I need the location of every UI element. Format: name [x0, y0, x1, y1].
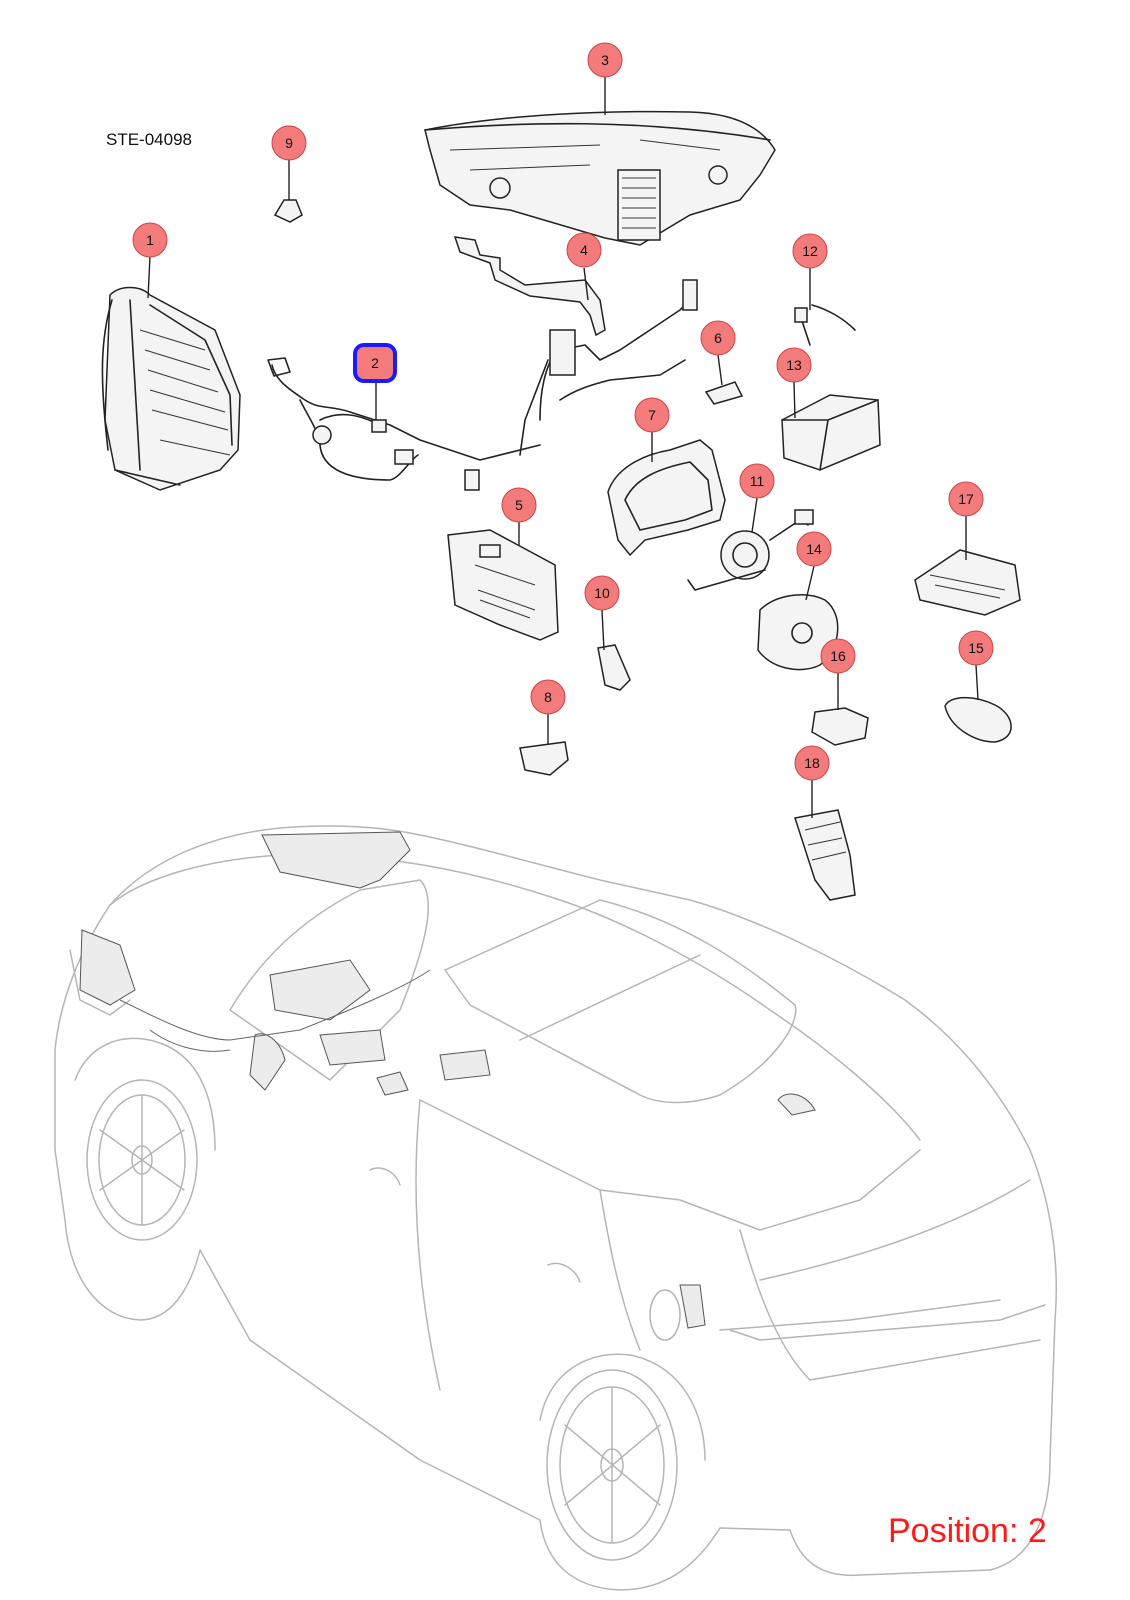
- callout-13[interactable]: 13: [776, 347, 812, 383]
- callout-2-label: 2: [371, 355, 379, 371]
- callout-6[interactable]: 6: [700, 320, 736, 356]
- diagram-reference-id: STE-04098: [106, 130, 192, 149]
- callout-18[interactable]: 18: [794, 745, 830, 781]
- part-2-drawing: [267, 357, 541, 491]
- callout-2-selected[interactable]: 2: [353, 343, 397, 383]
- callout-16[interactable]: 16: [820, 638, 856, 674]
- callout-4-label: 4: [580, 242, 588, 258]
- callout-13-label: 13: [786, 357, 802, 373]
- callout-3[interactable]: 3: [587, 42, 623, 78]
- callout-8[interactable]: 8: [530, 679, 566, 715]
- callout-18-label: 18: [804, 755, 820, 771]
- selected-position-label: Position: 2: [888, 1512, 1047, 1550]
- callout-14[interactable]: 14: [796, 531, 832, 567]
- part-4-drawing: [453, 236, 698, 456]
- part-13-drawing: [781, 394, 881, 471]
- part-12-drawing: [794, 304, 856, 346]
- part-18-drawing: [794, 809, 856, 901]
- callout-7-label: 7: [648, 407, 656, 423]
- callout-4[interactable]: 4: [566, 232, 602, 268]
- callout-11-label: 11: [750, 473, 765, 489]
- callout-10-label: 10: [594, 585, 610, 601]
- vehicle-installed-parts: [79, 831, 816, 1329]
- part-5-drawing: [447, 529, 559, 641]
- callout-9-label: 9: [285, 135, 293, 151]
- callout-6-label: 6: [714, 330, 722, 346]
- callout-7[interactable]: 7: [634, 397, 670, 433]
- callout-15-label: 15: [968, 640, 984, 656]
- callout-3-label: 3: [601, 52, 609, 68]
- part-10-drawing: [597, 644, 631, 691]
- vehicle-outline: [54, 825, 1057, 1591]
- part-8-drawing: [519, 741, 569, 776]
- part-16-drawing: [811, 707, 869, 746]
- callout-15[interactable]: 15: [958, 630, 994, 666]
- part-7-drawing: [607, 439, 726, 557]
- part-3-drawing: [424, 110, 776, 246]
- callout-12-label: 12: [802, 243, 818, 259]
- callout-11[interactable]: 11: [739, 463, 775, 499]
- part-14-drawing: [757, 594, 839, 671]
- callout-10[interactable]: 10: [584, 575, 620, 611]
- part-17-drawing: [914, 549, 1021, 616]
- callout-16-label: 16: [830, 648, 846, 664]
- callout-12[interactable]: 12: [792, 233, 828, 269]
- callout-1-label: 1: [146, 232, 154, 248]
- callout-17-label: 17: [958, 491, 974, 507]
- callout-1[interactable]: 1: [132, 222, 168, 258]
- callout-5-label: 5: [515, 497, 523, 513]
- callout-8-label: 8: [544, 689, 552, 705]
- part-15-drawing: [944, 696, 1012, 743]
- callout-9[interactable]: 9: [271, 125, 307, 161]
- part-1-drawing: [101, 286, 241, 491]
- part-6-drawing: [704, 381, 744, 405]
- part-9-drawing: [273, 199, 303, 223]
- part-11-drawing: [687, 509, 814, 591]
- callout-5[interactable]: 5: [501, 487, 537, 523]
- callout-17[interactable]: 17: [948, 481, 984, 517]
- callout-leaders: [147, 76, 979, 818]
- callout-14-label: 14: [806, 541, 822, 557]
